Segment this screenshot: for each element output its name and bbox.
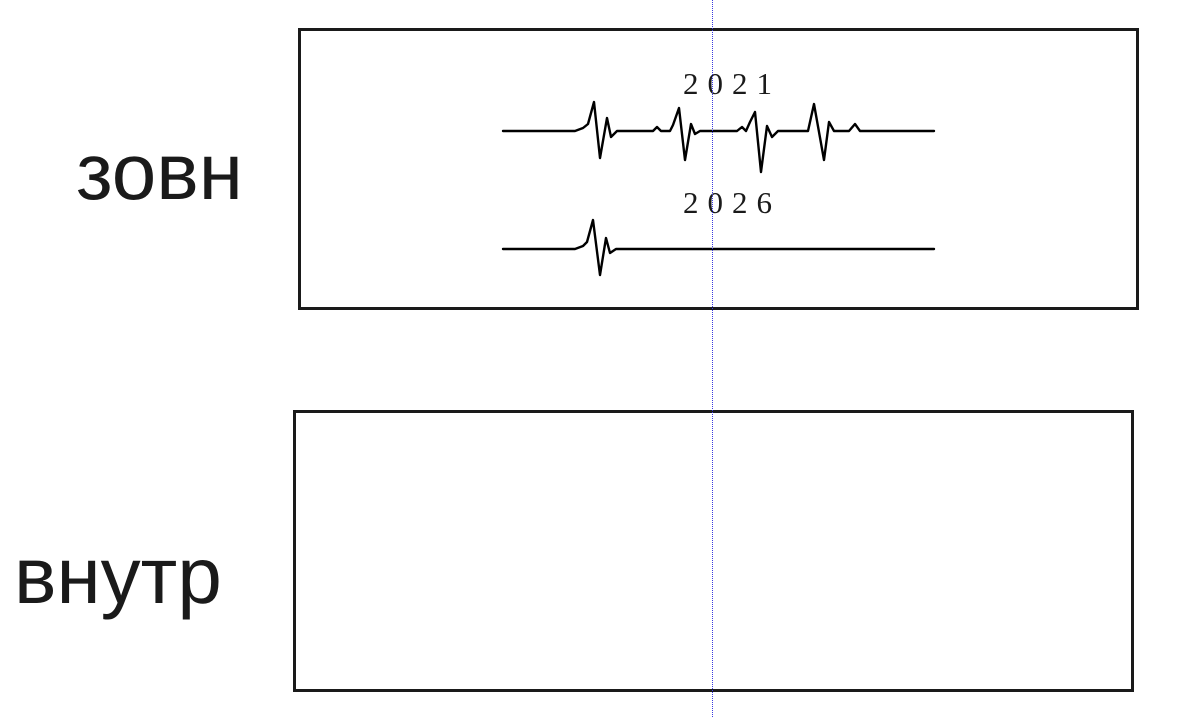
year-label-bottom: 2026 bbox=[683, 185, 781, 220]
heartbeat-line-bottom bbox=[501, 218, 936, 277]
center-guide-line bbox=[712, 0, 713, 717]
label-inner: внутр bbox=[14, 531, 222, 620]
heartbeat-line-top bbox=[501, 100, 936, 174]
inner-panel bbox=[293, 410, 1134, 692]
outer-panel bbox=[298, 28, 1139, 310]
year-label-top: 2021 bbox=[683, 66, 781, 101]
label-outer: зовн bbox=[76, 127, 243, 216]
